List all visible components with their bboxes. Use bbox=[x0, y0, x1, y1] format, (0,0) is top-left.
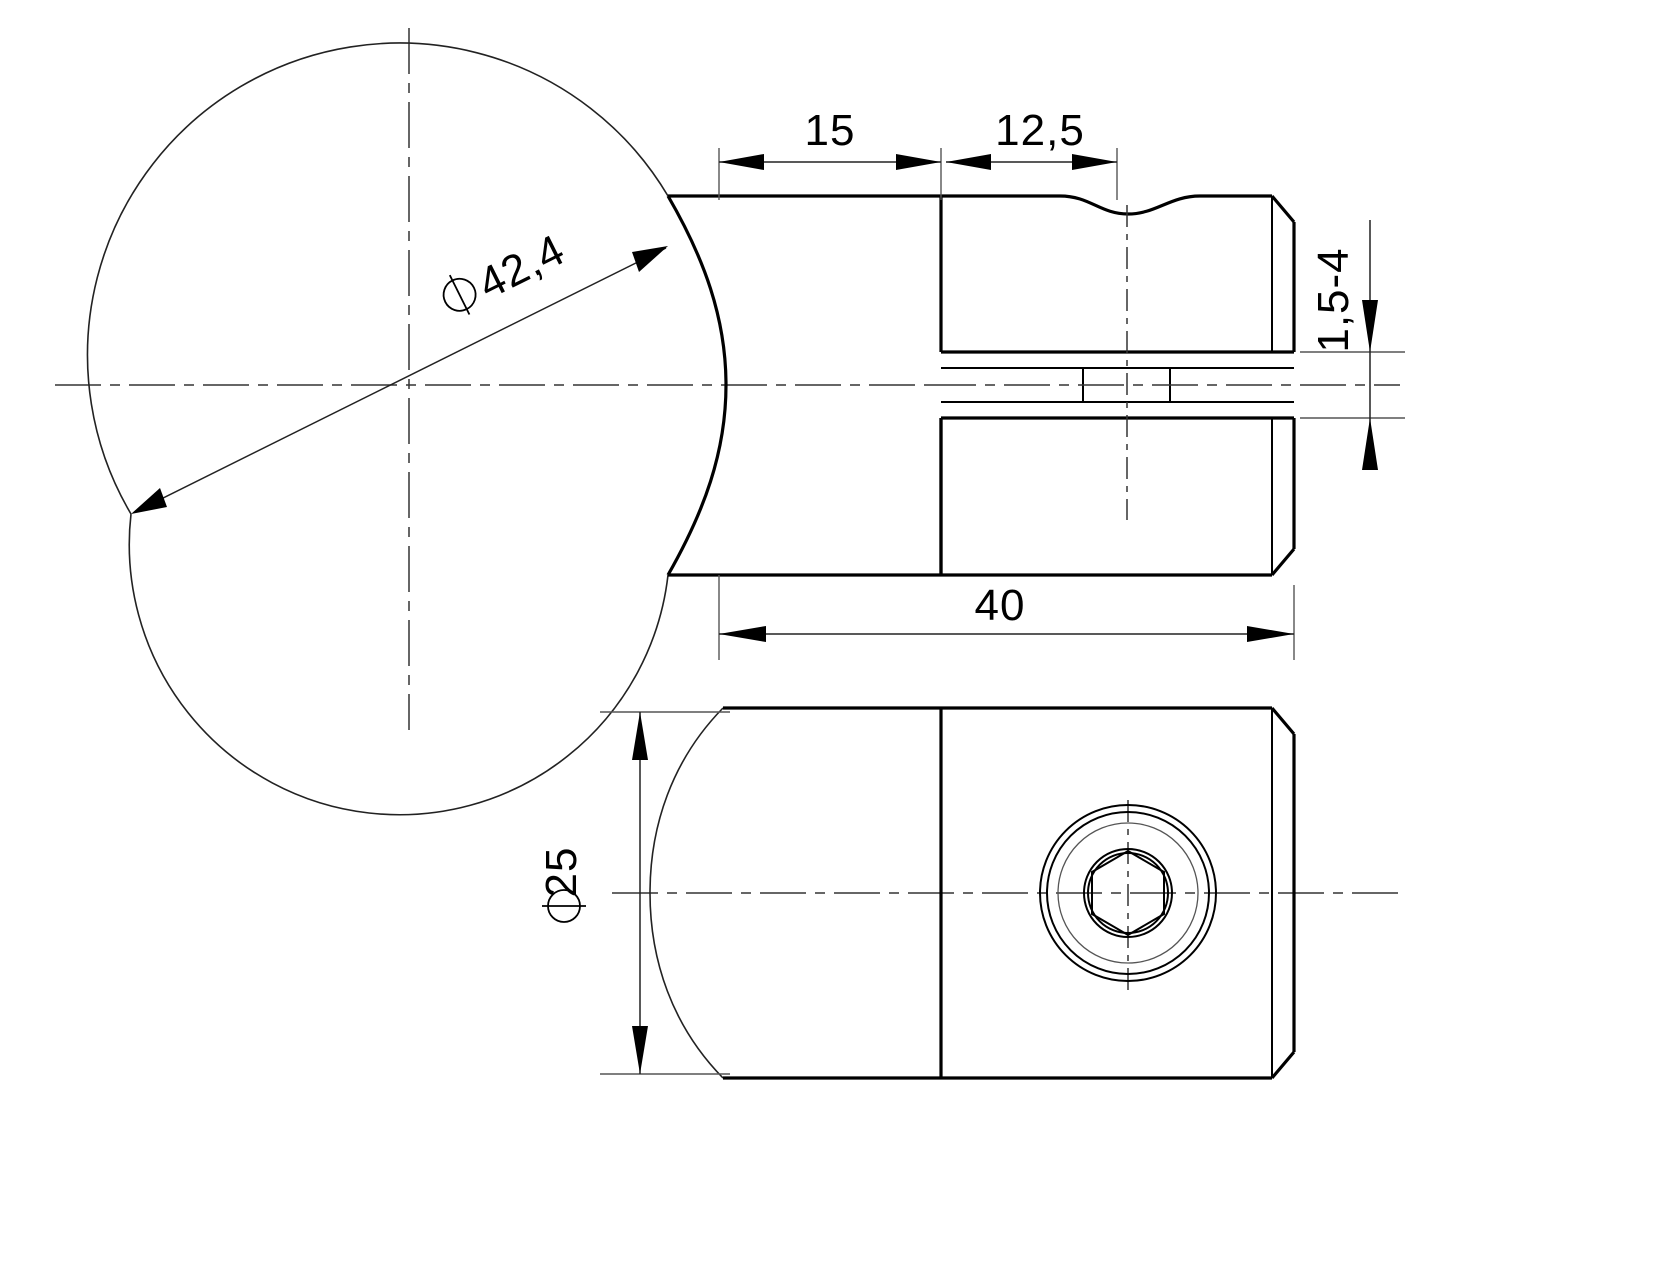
plan-rear-chamfer-bottom bbox=[1270, 1050, 1296, 1080]
dimension-saddle-diameter: 42,4 bbox=[131, 225, 668, 514]
dim-arrow-15-left bbox=[719, 154, 764, 170]
screw-socket-inner-circle bbox=[1087, 852, 1169, 934]
screw-thread-circle bbox=[1057, 822, 1199, 964]
dimension-slot-width: 1,5-4 bbox=[1300, 220, 1405, 470]
section-view bbox=[55, 28, 1400, 816]
dimension-total-length-40: 40 bbox=[718, 575, 1295, 660]
dim-arrow-slot-top bbox=[1362, 300, 1378, 352]
dim-arrow-40-right bbox=[1247, 626, 1294, 642]
dim-arrow-15-right bbox=[896, 154, 941, 170]
dim-leader-42-4 bbox=[134, 247, 667, 513]
rear-chamfer-top bbox=[1270, 194, 1296, 224]
dim-label-length-15: 15 bbox=[805, 106, 856, 155]
dim-arrow-12-5-left bbox=[946, 154, 991, 170]
dim-label-saddle-diameter: 42,4 bbox=[471, 225, 573, 309]
hex-socket-screw bbox=[1039, 800, 1217, 990]
dim-label-total-length: 40 bbox=[975, 581, 1026, 630]
dim-arrow-25-top bbox=[632, 712, 648, 760]
screw-socket-outer-circle bbox=[1083, 848, 1173, 938]
rear-chamfer-bottom bbox=[1270, 547, 1296, 577]
diameter-symbol-42-4 bbox=[442, 274, 477, 315]
dim-label-length-12-5: 12,5 bbox=[995, 106, 1085, 155]
dim-label-slot-width: 1,5-4 bbox=[1309, 247, 1358, 352]
dimension-body-diameter-25: 25 bbox=[537, 711, 730, 1075]
plan-rear-chamfer-top bbox=[1270, 706, 1296, 736]
dimension-length-15: 15 bbox=[718, 106, 942, 200]
dim-arrow-slot-bottom bbox=[1362, 418, 1378, 470]
tube-saddle-arc-upper bbox=[86, 42, 669, 515]
hex-socket-polygon bbox=[1091, 849, 1165, 937]
dim-arrow-40-left bbox=[719, 626, 766, 642]
dim-arrow-12-5-right bbox=[1072, 154, 1117, 170]
dim-arrow-42-4-lower bbox=[131, 488, 167, 514]
tube-saddle-arc-lower bbox=[128, 513, 669, 816]
saddle-seat-profile bbox=[666, 195, 728, 576]
diameter-symbol-25 bbox=[542, 889, 586, 923]
diameter-symbol-slash bbox=[448, 274, 471, 315]
dim-arrow-42-4-upper bbox=[632, 246, 668, 272]
screw-counterbore-inner bbox=[1046, 811, 1210, 975]
dimension-length-12-5: 12,5 bbox=[946, 106, 1118, 200]
relief-groove-top-profile bbox=[941, 194, 1272, 216]
plan-saddle-end-profile bbox=[649, 707, 724, 1079]
screw-counterbore-outer bbox=[1039, 804, 1217, 982]
dim-arrow-25-bottom bbox=[632, 1026, 648, 1074]
plan-view bbox=[612, 706, 1400, 1080]
dim-label-body-diameter: 25 bbox=[537, 847, 586, 898]
